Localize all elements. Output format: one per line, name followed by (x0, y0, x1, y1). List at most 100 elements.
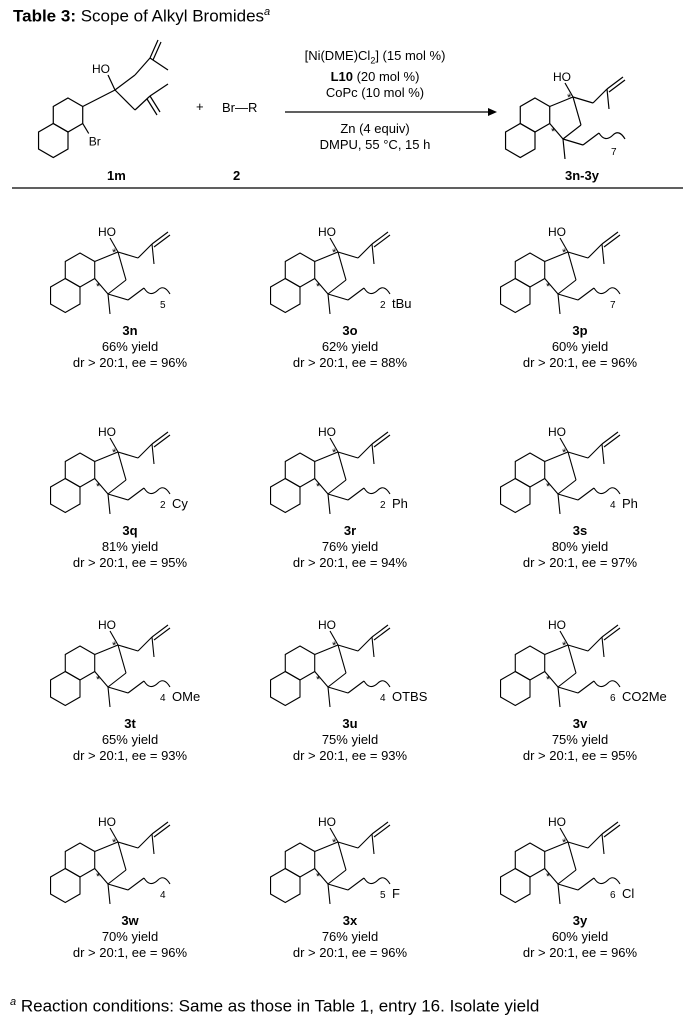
selectivity: dr > 20:1, ee = 96% (292, 945, 408, 960)
chain-repeat (593, 287, 621, 295)
allyl-bond (337, 644, 359, 652)
hydroxyl-label: HO (553, 70, 571, 84)
naphthalene-ring-a (514, 252, 546, 288)
allyl-bond (337, 451, 359, 459)
chain-repeat (143, 877, 171, 885)
ring-bond (557, 279, 577, 295)
chain-subscript: 7 (610, 300, 616, 311)
allyl-bond (134, 57, 151, 76)
terminal-group: CO2Me (622, 689, 667, 704)
ring-bond (314, 478, 329, 495)
terminal-group: Ph (392, 496, 408, 511)
methyl-bond (151, 243, 155, 265)
alkene-bond (153, 627, 171, 641)
reaction-arrowhead (488, 108, 497, 116)
yield: 75% yield (551, 732, 609, 747)
compound-id: 3u (342, 716, 358, 731)
chain-repeat (593, 680, 621, 688)
yield: 76% yield (321, 929, 379, 944)
stereocenter-mark: * (546, 281, 551, 293)
chain-subscript: 6 (610, 890, 616, 901)
conditions-below: Zn (4 equiv) DMPU, 55 °C, 15 h (290, 121, 460, 153)
stereocenter-mark: * (112, 640, 117, 652)
alkene-bond (601, 231, 619, 245)
alkene-bond (146, 98, 158, 116)
hydroxyl-label: HO (318, 425, 336, 439)
ring-bond (567, 644, 577, 674)
chain-bond (347, 287, 365, 301)
stereocenter-mark: * (96, 871, 101, 883)
allyl-bond (567, 251, 589, 259)
selectivity: dr > 20:1, ee = 96% (72, 945, 188, 960)
methyl-bond (601, 833, 605, 855)
hydroxyl-label: HO (318, 815, 336, 829)
methyl-bond (149, 57, 169, 71)
allyl-bond (567, 841, 589, 849)
naphthalene-ring-a (514, 842, 546, 878)
chain-repeat (143, 287, 171, 295)
hydroxyl-bond (109, 827, 119, 843)
allyl-bond (117, 451, 139, 459)
ring-bond (327, 869, 347, 885)
alkene-bond (606, 76, 624, 90)
ring-bond (327, 479, 347, 495)
methyl-bond (149, 83, 169, 97)
hydroxyl-bond (559, 630, 569, 646)
allyl-bond (357, 243, 373, 259)
yield: 76% yield (321, 539, 379, 554)
stereocenter-mark: * (546, 871, 551, 883)
hydroxyl-label: HO (548, 815, 566, 829)
selectivity: dr > 20:1, ee = 96% (522, 945, 638, 960)
ring-bond (94, 478, 109, 495)
yield: 70% yield (101, 929, 159, 944)
ring-bond (337, 251, 347, 281)
hydroxyl-label: HO (318, 225, 336, 239)
hydroxyl-bond (107, 74, 116, 91)
chain-repeat (598, 132, 626, 140)
alkene-bond (153, 234, 171, 248)
terminal-group: Cl (622, 886, 634, 901)
ring-bond (557, 869, 577, 885)
ring-bond (544, 644, 569, 656)
ring-bond (544, 478, 559, 495)
methyl-bond (371, 243, 375, 265)
title-footnote-mark: a (264, 6, 271, 18)
ring-bond (557, 479, 577, 495)
naphthalene-ring-b (500, 867, 531, 904)
ligand: L10 (20 mol %) (330, 68, 420, 84)
catalyst: [Ni(DME)Cl2] (15 mol %) (304, 48, 446, 66)
stereocenter-mark: * (96, 674, 101, 686)
compound-id: 3s (572, 523, 588, 538)
reductant: Zn (4 equiv) (340, 121, 410, 136)
allyl-bond (572, 96, 594, 104)
naphthalene-ring-a (514, 645, 546, 681)
chain-subscript: 4 (610, 500, 616, 511)
methyl-bond (327, 493, 331, 515)
methyl-bond (557, 883, 561, 905)
naphthalene-ring-a (64, 452, 96, 488)
chain-bond (347, 487, 365, 501)
allyl-bond (357, 443, 373, 459)
alkene-bond (601, 431, 619, 445)
naphthalene-ring-b (37, 122, 69, 159)
selectivity: dr > 20:1, ee = 93% (292, 748, 408, 763)
footnote-text: Reaction conditions: Same as those in Ta… (20, 996, 540, 1016)
yield: 60% yield (551, 929, 609, 944)
allyl-bond (587, 833, 603, 849)
ring-bond (314, 251, 339, 263)
alkene-bond (153, 824, 171, 838)
compound-id: 3n (122, 323, 138, 338)
chain-subscript: 6 (610, 693, 616, 704)
hydroxyl-label: HO (548, 425, 566, 439)
chain-bond (127, 877, 145, 891)
bromo-bond (82, 123, 90, 134)
hydroxyl-bond (329, 237, 339, 253)
